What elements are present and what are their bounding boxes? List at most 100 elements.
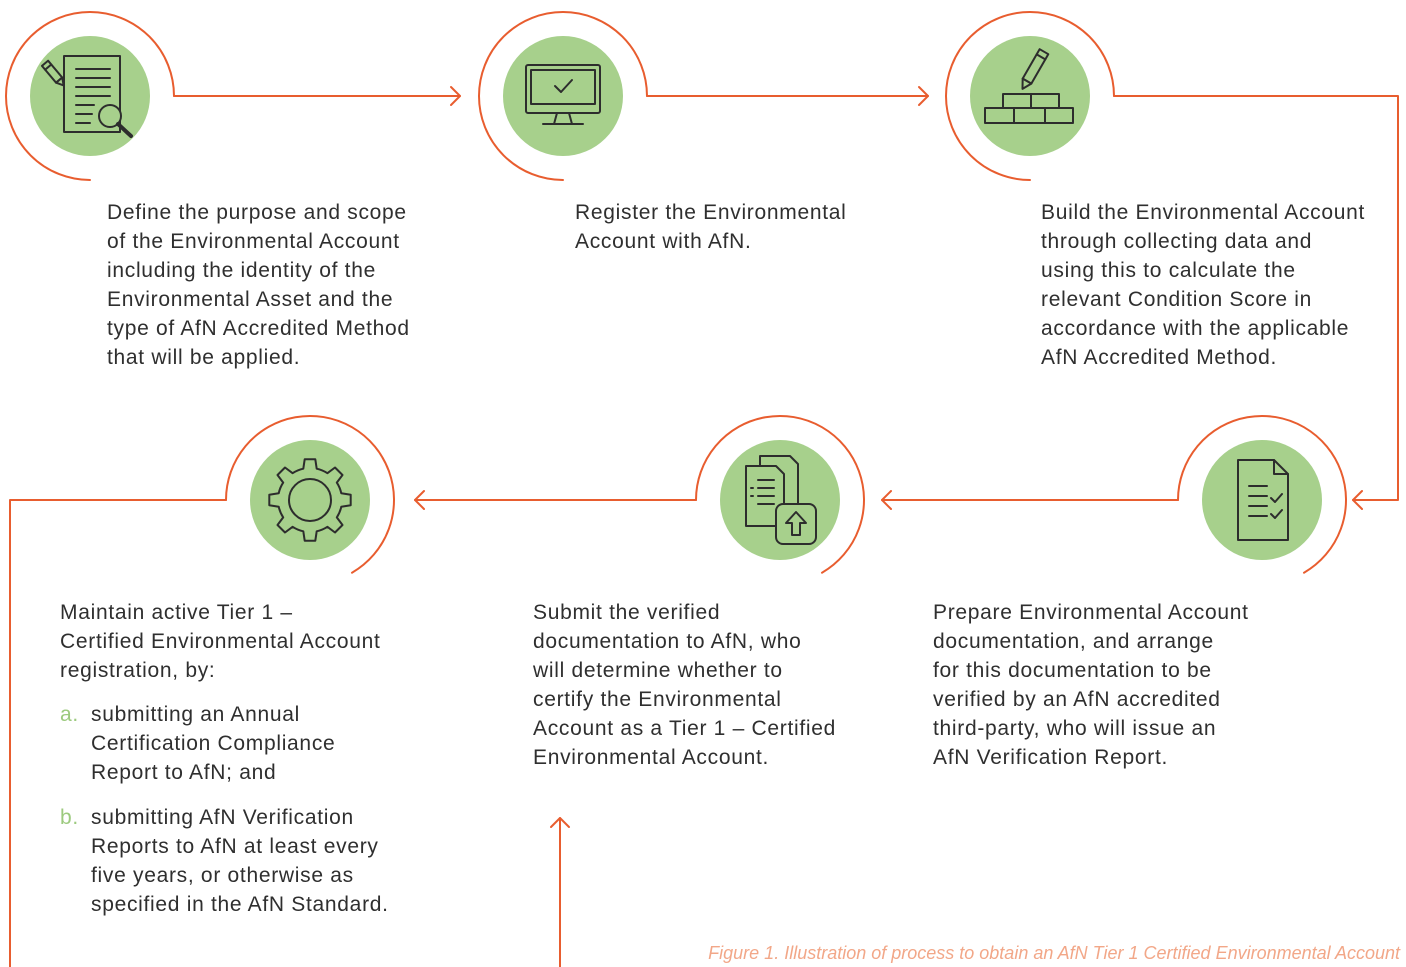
list-item-line: submitting an Annual [91,703,300,726]
magnifier-lens [98,104,122,128]
list-item-line: Certification Compliance [91,732,336,755]
description-line: Account as a Tier 1 – Certified [533,717,837,740]
document-lines [75,68,111,124]
list-item: a. submitting an Annual Certification Co… [60,700,389,787]
pencil-tip [55,76,65,87]
bricks-bottom-row [984,107,1074,124]
gear-outline [268,458,352,542]
description-line: type of AfN Accredited Method [107,317,410,340]
description-line: certify the Environmental [533,688,782,711]
monitor-stand [542,112,584,125]
step-2-ring [478,11,648,181]
monitor-frame [525,64,601,114]
document-lines [750,479,775,505]
bricks-bottom-dividers [1013,107,1046,124]
step-4-ring [1177,414,1347,574]
description-line: verified by an AfN accredited [933,688,1221,711]
step-4-description: Prepare Environmental Account documentat… [933,598,1249,772]
description-line: including the identity of the [107,259,376,282]
description-line: using this to calculate the [1041,259,1296,282]
description-line: AfN Accredited Method. [1041,346,1278,369]
document-lines [1248,485,1268,517]
description-line: Environmental Asset and the [107,288,394,311]
arrowhead-right-icon [450,86,461,106]
description-line: Register the Environmental [575,201,847,224]
step-3-description: Build the Environmental Account through … [1041,198,1365,372]
document-sheet [1237,459,1289,541]
list-item-line: Report to AfN; and [91,761,277,784]
description-line: relevant Condition Score in [1041,288,1313,311]
pencil-band [1035,53,1047,61]
step-1-ring [5,11,175,181]
document-sheet [63,55,121,133]
document-checklist-icon [1237,459,1289,541]
list-marker: b. [60,806,79,829]
description-line: will determine whether to [533,659,783,682]
magnifier-handle [116,122,133,138]
list-item: b. submitting AfN Verification Reports t… [60,803,389,919]
upload-icon [775,503,817,545]
checkmark-icon [554,79,573,93]
pencil-band [44,63,53,71]
pencil-tip [1021,77,1033,90]
description-line: documentation to AfN, who [533,630,802,653]
documents-upload-icon [745,455,817,545]
pencil-icon [1021,48,1050,90]
pencil-bricks-icon [984,48,1074,124]
document-fold [1273,459,1289,475]
description-line: Build the Environmental Account [1041,201,1366,224]
checkmark-icon [1270,493,1283,503]
loop-back-connector [9,499,227,967]
step-1-description: Define the purpose and scope of the Envi… [107,198,410,372]
description-line: accordance with the applicable [1041,317,1350,340]
document-edit-search-icon [40,55,133,138]
description-line: Environmental Account. [533,746,770,769]
list-item-line: five years, or otherwise as [91,864,354,887]
upload-box [775,503,817,545]
arrowhead-left-icon [881,490,892,510]
description-line: Certified Environmental Account [60,630,381,653]
description-line: Maintain active Tier 1 – [60,601,293,624]
description-line: Submit the verified [533,601,721,624]
step-2-circle [503,36,623,156]
description-line: third-party, who will issue an [933,717,1217,740]
list-item-line: Reports to AfN at least every [91,835,379,858]
description-line: documentation, and arrange [933,630,1214,653]
step-4-circle [1202,440,1322,560]
step-5-ring [695,414,865,574]
figure-caption: Figure 1. Illustration of process to obt… [708,943,1400,963]
description-line: Prepare Environmental Account [933,601,1249,624]
upload-arrow [785,511,807,536]
description-line: that will be applied. [107,346,301,369]
description-line: Account with AfN. [575,230,752,253]
step-2-description: Register the Environmental Account with … [575,198,847,256]
step-6-ring [225,414,395,574]
step-3-ring [945,11,1115,181]
description-line: through collecting data and [1041,230,1313,253]
step-6-circle [250,440,370,560]
connector-step-3-to-4 [1113,95,1399,501]
monitor-screen [530,69,596,105]
list-item-line: specified in the AfN Standard. [91,893,389,916]
description-line: of the Environmental Account [107,230,400,253]
step-5-description: Submit the verified documentation to AfN… [533,598,836,772]
arrowhead-left-icon [414,490,425,510]
gear-hub [288,478,332,522]
description-line: AfN Verification Report. [933,746,1169,769]
list-item-line: submitting AfN Verification [91,806,354,829]
connectors [5,11,1399,967]
arrowhead-right-icon [918,86,929,106]
arrowhead-left-icon [1352,490,1363,510]
description-line: registration, by: [60,659,216,682]
gear-icon [268,458,352,542]
monitor-check-icon [525,64,601,125]
pencil-icon [40,59,65,87]
description-line: Define the purpose and scope [107,201,407,224]
list-marker: a. [60,703,79,726]
checkmark-icon [1270,509,1283,519]
description-line: for this documentation to be [933,659,1212,682]
step-6-description: Maintain active Tier 1 – Certified Envir… [60,598,389,919]
arrowhead-up-icon [550,817,570,828]
